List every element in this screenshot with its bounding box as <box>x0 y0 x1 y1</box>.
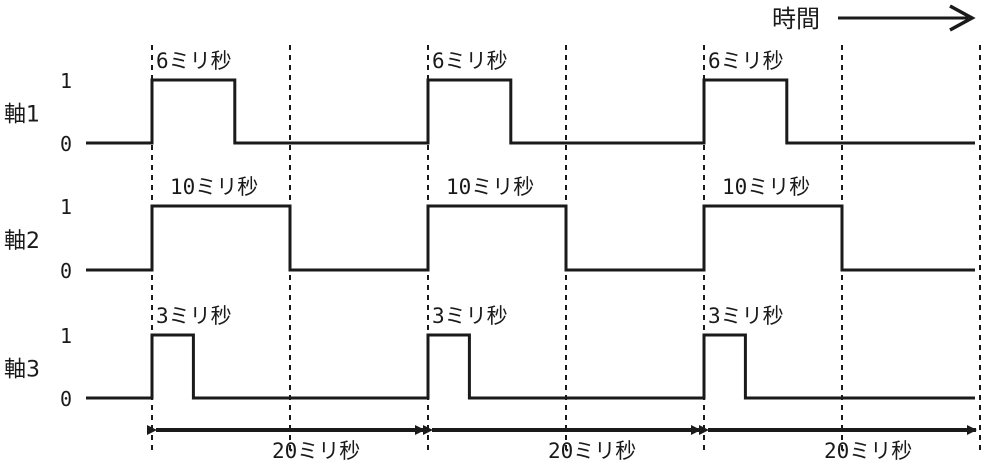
level-low-label: 0 <box>60 259 72 283</box>
period-arrows: 20ミリ秒 20ミリ秒 20ミリ秒 <box>147 425 977 463</box>
period-label: 20ミリ秒 <box>272 439 360 463</box>
axis-label: 軸3 <box>4 358 40 383</box>
level-low-label: 0 <box>60 132 72 156</box>
level-high-label: 1 <box>60 195 72 219</box>
axis-row-2: 軸2 1 0 10ミリ秒 10ミリ秒 10ミリ秒 <box>4 175 975 283</box>
pulse-label: 10ミリ秒 <box>170 175 258 199</box>
pulse-label: 3ミリ秒 <box>432 304 508 328</box>
axis-label: 軸2 <box>4 229 40 254</box>
time-arrow-icon <box>838 4 976 32</box>
signal-waveform <box>86 333 975 400</box>
pulse-label: 6ミリ秒 <box>708 49 784 73</box>
pulse-label: 6ミリ秒 <box>432 49 508 73</box>
axis-row-3: 軸3 1 0 3ミリ秒 3ミリ秒 3ミリ秒 <box>4 304 975 411</box>
signal-waveform <box>86 78 975 145</box>
pulse-label: 10ミリ秒 <box>446 175 534 199</box>
time-label: 時間 <box>772 5 820 33</box>
signal-waveform <box>86 204 975 272</box>
period-arrow: 20ミリ秒 <box>147 425 425 463</box>
pulse-label: 3ミリ秒 <box>156 304 232 328</box>
period-label: 20ミリ秒 <box>548 439 636 463</box>
period-arrow: 20ミリ秒 <box>699 425 977 463</box>
period-label: 20ミリ秒 <box>824 439 912 463</box>
level-high-label: 1 <box>60 324 72 348</box>
level-low-label: 0 <box>60 387 72 411</box>
axis-row-1: 軸1 1 0 6ミリ秒 6ミリ秒 6ミリ秒 <box>4 49 975 156</box>
pulse-label: 6ミリ秒 <box>156 49 232 73</box>
pulse-label: 10ミリ秒 <box>722 175 810 199</box>
pulse-label: 3ミリ秒 <box>708 304 784 328</box>
axis-label: 軸1 <box>4 103 40 128</box>
period-arrow: 20ミリ秒 <box>423 425 701 463</box>
level-high-label: 1 <box>60 69 72 93</box>
